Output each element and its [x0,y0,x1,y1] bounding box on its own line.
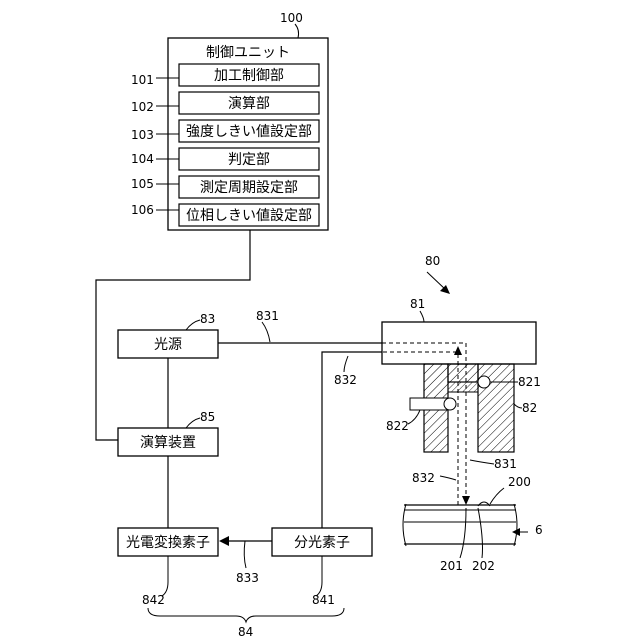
computing-device-label: 演算装置 [140,435,196,451]
item-ref: 103 [131,128,154,142]
wafer-stack [403,504,517,546]
fiber-out-ref: 831 [256,309,279,323]
control-unit-item-104: 判定部 104 [131,148,319,170]
item-ref: 105 [131,177,154,191]
assembly-ref: 80 [425,254,440,268]
control-unit-item-101: 加工制御部 101 [131,64,319,87]
detector-group-ref: 84 [238,625,253,639]
spectroscope-ref: 841 [312,593,335,607]
control-unit-item-102: 演算部 102 [131,92,319,114]
light-source-ref: 83 [200,312,215,326]
photoelectric-block: 光電変換素子 842 [118,528,218,607]
fiber-return-ref: 832 [334,373,357,387]
item-ref: 101 [131,73,154,87]
item-label: 演算部 [228,96,270,112]
beam-return-ref: 832 [412,471,435,485]
photoelectric-ref: 842 [142,593,165,607]
item-label: 位相しきい値設定部 [186,208,312,224]
control-unit: 100 制御ユニット 加工制御部 101 演算部 102 強度しきい値設定部 1… [131,11,328,230]
control-unit-ref: 100 [280,11,303,25]
control-unit-item-105: 測定周期設定部 105 [131,176,319,198]
wafer-ref: 200 [508,475,531,489]
item-ref: 104 [131,152,154,166]
side-hole-ref: 822 [386,419,409,433]
computing-device-ref: 85 [200,410,215,424]
spectroscope-label: 分光素子 [294,535,350,551]
detector-brace [148,608,344,622]
photoelectric-label: 光電変換素子 [126,534,210,551]
surface-201-ref: 201 [440,559,463,573]
light-source-block: 光源 83 [118,312,218,358]
table-ref: 6 [535,523,543,537]
control-unit-item-106: 位相しきい値設定部 106 [131,203,319,226]
control-unit-item-103: 強度しきい値設定部 103 [131,120,319,142]
item-ref: 102 [131,100,154,114]
head-body-ref: 81 [410,297,425,311]
nozzle [410,364,514,452]
surface-202-ref: 202 [472,559,495,573]
nozzle-ref: 82 [522,401,537,415]
item-label: 測定周期設定部 [200,180,298,196]
spectroscope-block: 分光素子 841 [272,528,372,607]
beam-out-ref: 831 [494,457,517,471]
nozzle-hole-ref: 821 [518,375,541,389]
control-unit-title: 制御ユニット [206,45,290,61]
item-label: 加工制御部 [214,68,284,84]
item-label: 強度しきい値設定部 [186,124,312,140]
fiber-833-ref: 833 [236,571,259,585]
item-ref: 106 [131,203,154,217]
light-source-label: 光源 [154,337,182,353]
item-label: 判定部 [228,152,270,168]
